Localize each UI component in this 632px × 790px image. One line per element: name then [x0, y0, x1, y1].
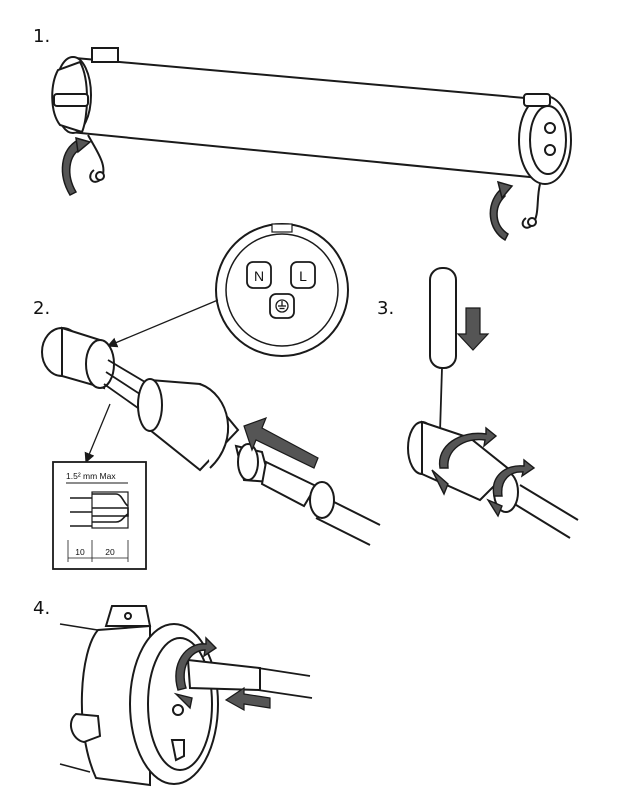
- step-4-push-arrow: [224, 686, 271, 712]
- wire-strip-length: 10: [75, 547, 85, 557]
- step-2-push-arrow: [243, 416, 319, 469]
- step-4-rotate-arrow: [173, 636, 218, 710]
- step-3-rotate-arrows: [431, 426, 536, 518]
- step-3-number: 3.: [377, 298, 394, 319]
- step-3-screwdriver: [429, 267, 457, 433]
- step-1-rotate-arrows: [61, 136, 514, 242]
- callout-line-wires: [84, 403, 111, 464]
- terminal-n-label: N: [254, 268, 264, 284]
- wire-spec-inset: [52, 461, 147, 570]
- wire-sheath-length: 20: [105, 547, 115, 557]
- earth-symbol-icon: [275, 299, 289, 313]
- step-4-number: 4.: [33, 598, 50, 619]
- step-2-number: 2.: [33, 298, 50, 319]
- callout-line-face: [106, 299, 219, 348]
- step-1-tube-illustration: [51, 47, 572, 229]
- terminal-l-label: L: [299, 268, 307, 284]
- step-2-connector-assembly: [41, 326, 381, 546]
- connector-face-detail: [215, 223, 349, 357]
- step-4-end-cap-illustration: [59, 605, 313, 787]
- step-3-down-arrow: [456, 307, 490, 351]
- wire-spec-title: 1.5² mm Max: [66, 471, 116, 481]
- step-1-number: 1.: [33, 26, 50, 47]
